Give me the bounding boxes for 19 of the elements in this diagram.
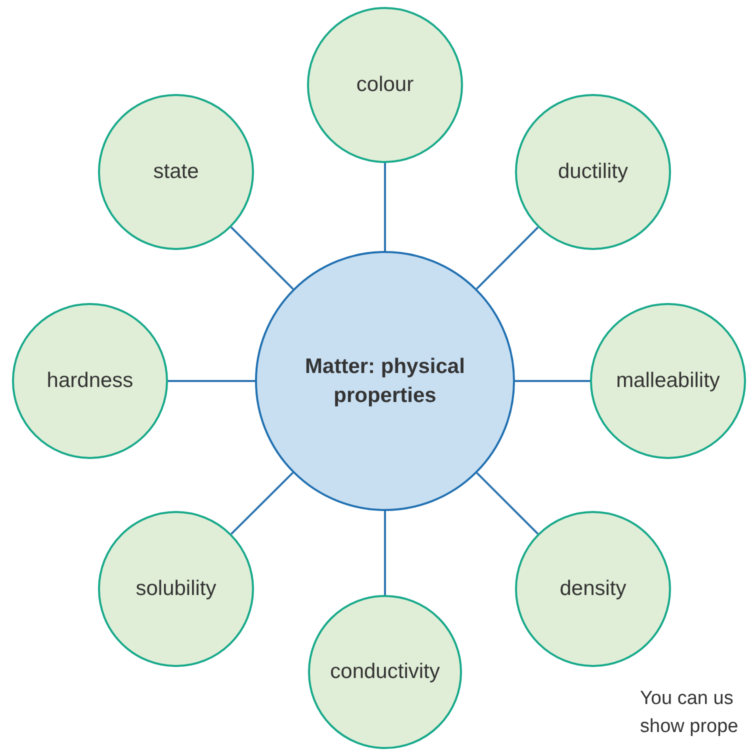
connector-line [515,380,590,382]
property-label: density [560,577,626,601]
property-label: hardness [46,369,134,393]
connector-line [384,511,386,595]
property-label: colour [356,73,414,97]
property-label: malleability [616,369,720,393]
central-label: Matter: physical properties [304,354,466,409]
connector-line [476,226,539,290]
connector-line [384,163,386,251]
note-text: You can us [640,688,734,710]
connector-line [230,226,294,290]
property-label: state [153,160,199,184]
note-text: show prope [640,716,738,738]
connector-line [476,472,539,535]
property-label: conductivity [330,660,440,684]
connector-line [168,380,255,382]
property-label: ductility [558,160,628,184]
property-label: solubility [136,577,216,601]
connector-line [230,472,294,535]
